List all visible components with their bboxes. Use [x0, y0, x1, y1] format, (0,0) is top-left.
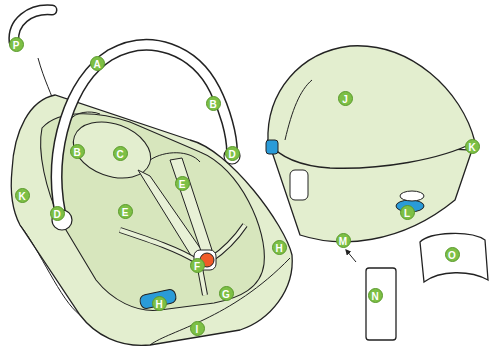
- release-button: [139, 288, 177, 309]
- callout-letter: K: [465, 139, 480, 154]
- handle-pivot: [290, 170, 308, 200]
- callout-letter: E: [118, 204, 133, 219]
- carry-handle-fill: [57, 45, 232, 212]
- callout-letter: B: [70, 144, 85, 159]
- strap-loop: [150, 153, 200, 162]
- callout-letter: M: [336, 233, 351, 248]
- insert-piece: [420, 233, 488, 282]
- callout-letter: B: [206, 96, 221, 111]
- callout-letter: E: [175, 176, 190, 191]
- callout-letter: I: [190, 321, 205, 336]
- callout-letter: G: [219, 286, 234, 301]
- canopy: [268, 46, 475, 168]
- arrow: [346, 250, 356, 262]
- callout-letter: J: [338, 91, 353, 106]
- callout-letter: P: [9, 37, 24, 52]
- callout-letter: D: [225, 146, 240, 161]
- belt-guide: [400, 191, 424, 201]
- callout-letter: O: [445, 247, 460, 262]
- shoulder-strap: [170, 158, 212, 254]
- callout-letter: F: [190, 258, 205, 273]
- canopy-fold: [285, 80, 312, 140]
- insert-piece: [366, 268, 396, 340]
- shell-edge: [20, 225, 80, 315]
- seat-line: [70, 112, 100, 120]
- release-button: [266, 140, 278, 154]
- hip-strap-fill: [120, 230, 198, 262]
- callout-letter: K: [15, 188, 30, 203]
- callout-letter: C: [113, 146, 128, 161]
- seat-shell: [11, 95, 292, 345]
- callout-letter: D: [50, 206, 65, 221]
- callout-letter: H: [152, 296, 167, 311]
- hip-strap: [120, 230, 198, 262]
- carry-handle: [57, 45, 232, 212]
- callout-letter: N: [368, 288, 383, 303]
- callout-letter: H: [272, 240, 287, 255]
- callout-letter: A: [90, 56, 105, 71]
- callout-letter: L: [400, 205, 415, 220]
